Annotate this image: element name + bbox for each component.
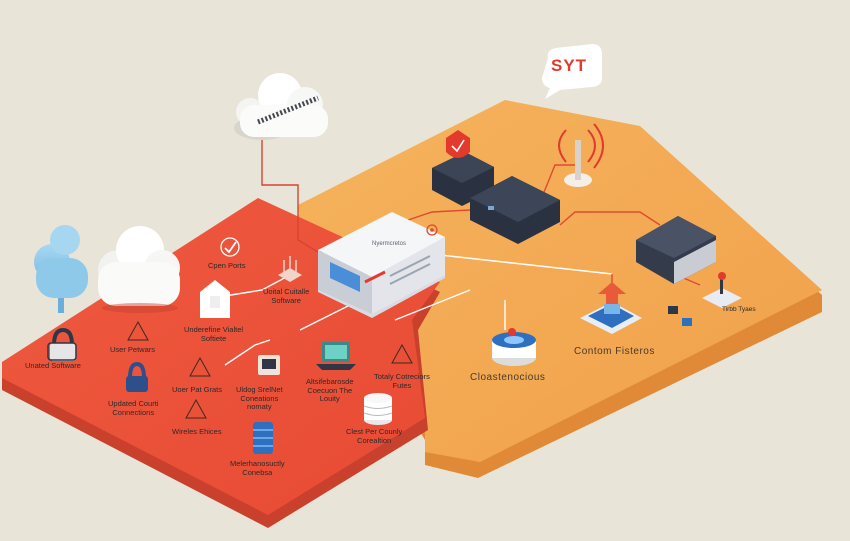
- label-melerhanosuctly: Melerhanosuctly Conebsa: [230, 459, 285, 477]
- label-altsifebarosde: Altsifebarosde Coecuon The Louity: [306, 377, 354, 403]
- server-icon: [432, 152, 560, 244]
- alert-icon: [426, 224, 438, 236]
- label-contom-fisteros: Contom Fisteros: [574, 346, 655, 357]
- server-link-line: [407, 209, 471, 221]
- network-hub-icon[interactable]: [580, 282, 642, 334]
- label-uldog-srelnet: Uldog SrelNet Coneations nomaty: [236, 385, 283, 411]
- label-cloastenocious: Cloastenocious: [470, 372, 546, 383]
- label-user-petwars: User Petwars: [110, 345, 156, 354]
- database-icon: [253, 422, 273, 454]
- label-user-pat-grats: Uoer Pat Grats: [172, 385, 223, 394]
- red-link-3: [394, 289, 471, 321]
- storage-icon: [363, 393, 393, 425]
- red-link-4: [224, 339, 271, 366]
- switch-to-hub-line: [439, 254, 613, 275]
- label-clest-per-counly: Clest Per Counly Corealtion: [346, 427, 403, 445]
- orange-zone: [298, 100, 822, 478]
- lock-icon: [47, 327, 77, 361]
- joystick-icon[interactable]: [702, 272, 742, 308]
- laptop-icon: [316, 342, 356, 370]
- rack-server-icon: [636, 216, 716, 284]
- check-icon: [220, 237, 240, 257]
- router-icon: [278, 256, 302, 282]
- shield-icon: [200, 280, 230, 318]
- label-totaly-cotreciors: Totaly Cotreciors Futes: [374, 372, 430, 390]
- label-unated-software: Unated Software: [25, 361, 81, 370]
- label-terbb: Tirbb Tyaes: [722, 306, 756, 313]
- rack-link-line: [559, 211, 661, 226]
- label-wireles-ehices: Wireles Ehices: [172, 427, 222, 436]
- camera-device-icon: [258, 355, 280, 375]
- small-device-icons: [668, 306, 692, 326]
- shield-red-icon: [446, 130, 470, 158]
- label-underefine-vialtel: Underefine Vialtel Softiete: [184, 325, 244, 343]
- switch-label: Nyermcretos: [372, 241, 407, 247]
- label-cpen-ports: Cpen Ports: [208, 261, 246, 270]
- blue-lock-icon: [126, 361, 148, 392]
- cloud-icon: [234, 73, 328, 140]
- cloud-link-line: [261, 140, 319, 253]
- label-updated-courti: Updated Courti Connections: [108, 399, 159, 417]
- antenna-icon: [558, 123, 604, 187]
- orange-database-icon: [492, 328, 536, 366]
- white-cloud-icon: [98, 226, 180, 313]
- antenna-link-line: [539, 164, 575, 203]
- blue-cloud-icon: [34, 225, 88, 313]
- warning-icon: [127, 320, 413, 419]
- bubble-text: SYT: [551, 56, 588, 75]
- label-uoital-cuitalle: Uoital Cuitalle Software: [263, 287, 310, 305]
- chat-bubble-icon: [542, 44, 602, 99]
- central-switch[interactable]: [318, 212, 445, 318]
